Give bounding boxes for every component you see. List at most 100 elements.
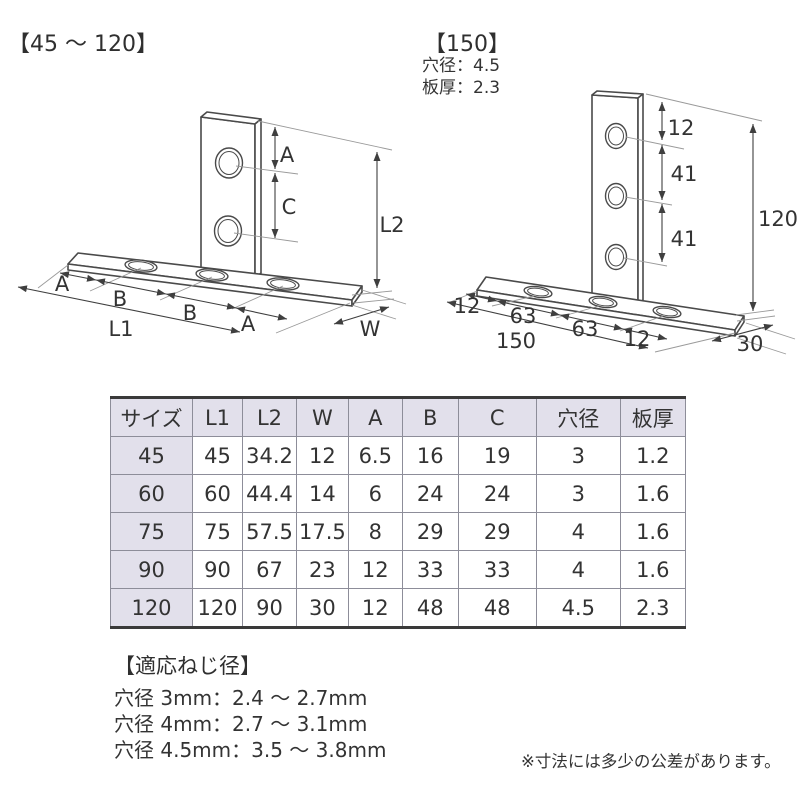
table-cell: 45 <box>192 436 243 475</box>
dim-label-12-top: 12 <box>668 116 695 140</box>
right-base-hole-3 <box>652 305 682 319</box>
dim-label-63-right: 63 <box>572 317 599 341</box>
dim-label-L2: L2 <box>379 213 404 237</box>
dim-label-A-right: A <box>241 312 256 336</box>
table-cell: 75 <box>192 512 243 551</box>
right-base-hole-1-rim <box>527 287 549 297</box>
table-cell: 3 <box>535 436 621 475</box>
extension-line <box>654 332 736 353</box>
dim-line-B-right <box>165 292 237 310</box>
dim-label-A-left: A <box>55 272 70 296</box>
dim-label-63-left: 63 <box>510 304 537 328</box>
left-vertical-plate-face <box>200 116 256 279</box>
right-vertical-hole-2-rim <box>608 186 624 206</box>
size-cell: 75 <box>110 512 193 551</box>
dim-label-41-upper: 41 <box>671 162 698 186</box>
table-cell: 16 <box>401 436 459 475</box>
left-vertical-hole-1-rim <box>218 151 240 175</box>
dim-line-12-base-left <box>465 292 498 303</box>
right-base-hole-3-rim <box>656 307 678 317</box>
screw-section-title: 【適応ねじ径】 <box>114 654 261 678</box>
extension-line <box>736 315 776 322</box>
size-table-header-cell: 穴径 <box>535 397 621 437</box>
dim-line-150 <box>446 300 649 350</box>
screw-spec-line: 穴径 4mm：2.7 〜 3.1mm <box>114 712 368 736</box>
table-cell: 4 <box>535 512 621 551</box>
left-base-hole-1 <box>124 259 158 273</box>
left-base-hole-3 <box>266 277 300 291</box>
left-vertical-hole-2-rim <box>217 219 239 243</box>
table-cell: 90 <box>242 588 297 628</box>
table-cell: 29 <box>457 512 537 551</box>
dim-label-W: W <box>360 317 381 341</box>
left-vertical-plate-side-edge <box>254 118 262 279</box>
dim-line-W <box>333 306 390 325</box>
size-cell: 60 <box>110 474 193 513</box>
table-cell: 1.6 <box>619 550 686 589</box>
size-table-header-cell: W <box>296 397 349 437</box>
table-cell: 19 <box>457 436 537 475</box>
table-cell: 33 <box>457 550 537 589</box>
left-base-hole-1-rim <box>128 261 154 271</box>
table-cell: 48 <box>457 588 537 628</box>
table-cell: 34.2 <box>242 436 297 475</box>
extension-line <box>361 289 407 305</box>
dim-label-120: 120 <box>758 207 798 231</box>
right-vertical-hole-3-rim <box>608 247 624 267</box>
left-vertical-hole-1 <box>214 147 244 179</box>
extension-line <box>735 309 775 316</box>
diagram-left-title: 【45 〜 120】 <box>8 32 158 57</box>
table-cell: 2.3 <box>619 588 686 628</box>
table-cell: 30 <box>296 588 349 628</box>
extension-line <box>235 165 299 175</box>
spec-hole-diameter: 穴径：4.5 <box>422 56 501 76</box>
right-vertical-hole-1-rim <box>608 126 624 146</box>
size-cell: 120 <box>110 588 193 628</box>
left-base-plate-end <box>351 285 363 307</box>
extension-line <box>231 285 284 310</box>
extension-line <box>275 302 351 334</box>
diagram-right-title: 【150】 <box>424 32 510 57</box>
table-cell: 1.6 <box>619 474 686 513</box>
extension-line <box>623 257 668 267</box>
table-cell: 120 <box>192 588 243 628</box>
size-table-header-cell: 板厚 <box>619 397 686 437</box>
table-cell: 14 <box>296 474 349 513</box>
tolerance-footnote: ※寸法には多少の公差があります。 <box>521 752 781 771</box>
right-bracket-drawing: 12 41 41 120 12 63 63 12 150 30 <box>446 90 798 356</box>
size-table-header-cell: B <box>401 397 459 437</box>
table-cell: 24 <box>401 474 459 513</box>
table-cell: 1.2 <box>619 436 686 475</box>
spec-plate-thickness: 板厚：2.3 <box>422 78 501 98</box>
extension-line <box>257 120 393 151</box>
extension-line <box>625 136 685 150</box>
table-cell: 12 <box>347 588 403 628</box>
dim-label-L1: L1 <box>108 317 133 341</box>
dim-label-12-base-right: 12 <box>624 327 651 351</box>
table-cell: 6 <box>347 474 403 513</box>
table-cell: 60 <box>192 474 243 513</box>
table-cell: 1.6 <box>619 512 686 551</box>
size-table-header-cell: サイズ <box>110 397 193 437</box>
dim-line-L1 <box>17 285 241 334</box>
right-base-hole-1 <box>523 285 553 299</box>
table-cell: 90 <box>192 550 243 589</box>
left-base-hole-2 <box>195 268 229 282</box>
dim-label-41-lower: 41 <box>671 227 698 251</box>
dim-label-30: 30 <box>737 332 764 356</box>
dim-label-150: 150 <box>496 329 536 353</box>
left-bracket-drawing: A C L2 A B B A L1 W <box>17 111 407 341</box>
table-cell: 12 <box>347 550 403 589</box>
table-cell: 23 <box>296 550 349 589</box>
size-table-header-cell: L1 <box>192 397 243 437</box>
left-base-hole-2-rim <box>199 270 225 280</box>
extension-line <box>233 232 299 243</box>
